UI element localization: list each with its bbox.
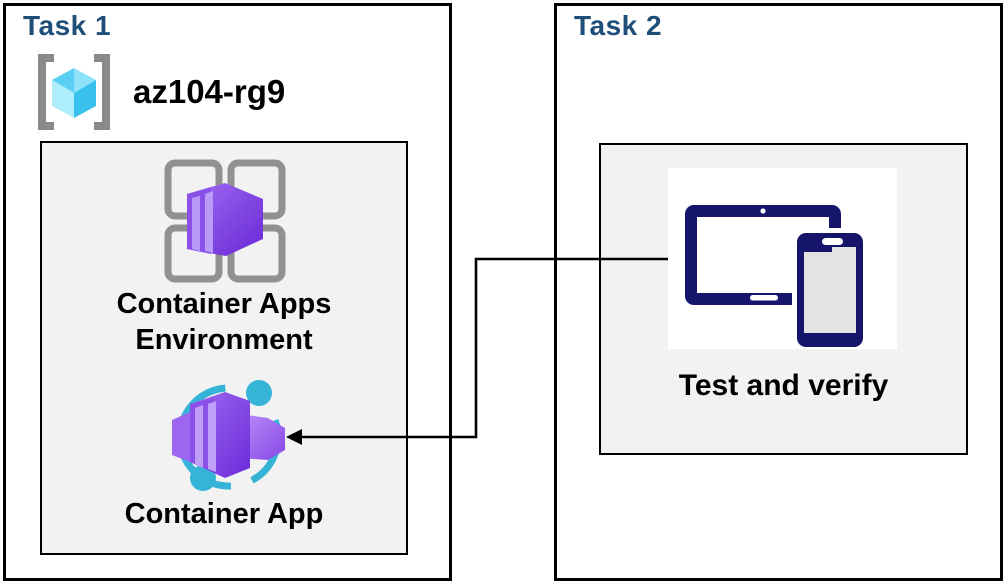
container-app-icon [172, 380, 285, 491]
container-apps-environment-icon [164, 159, 286, 283]
container-app-label: Container App [124, 498, 324, 530]
resource-group-icon [38, 54, 110, 130]
resource-group: az104-rg9 [32, 54, 285, 130]
env-label-line2: Environment [135, 324, 313, 356]
task2-title: Task 2 [574, 10, 663, 41]
task2-verify-box: Test and verify [599, 143, 968, 455]
test-and-verify-label: Test and verify [678, 369, 889, 402]
env-label-line1: Container Apps [116, 288, 332, 320]
devices-icon-background [668, 168, 897, 349]
container-apps-environment-label: Container Apps Environment [42, 286, 406, 358]
task1-panel: Task 1 az104-rg9 [3, 3, 452, 581]
resource-group-name: az104-rg9 [133, 73, 286, 110]
task1-resources-box: Container Apps Environment [40, 141, 408, 555]
task1-title: Task 1 [23, 10, 112, 41]
tablet-and-phone-icon [685, 205, 868, 349]
task2-panel: Task 2 Test and verify [554, 3, 1003, 581]
